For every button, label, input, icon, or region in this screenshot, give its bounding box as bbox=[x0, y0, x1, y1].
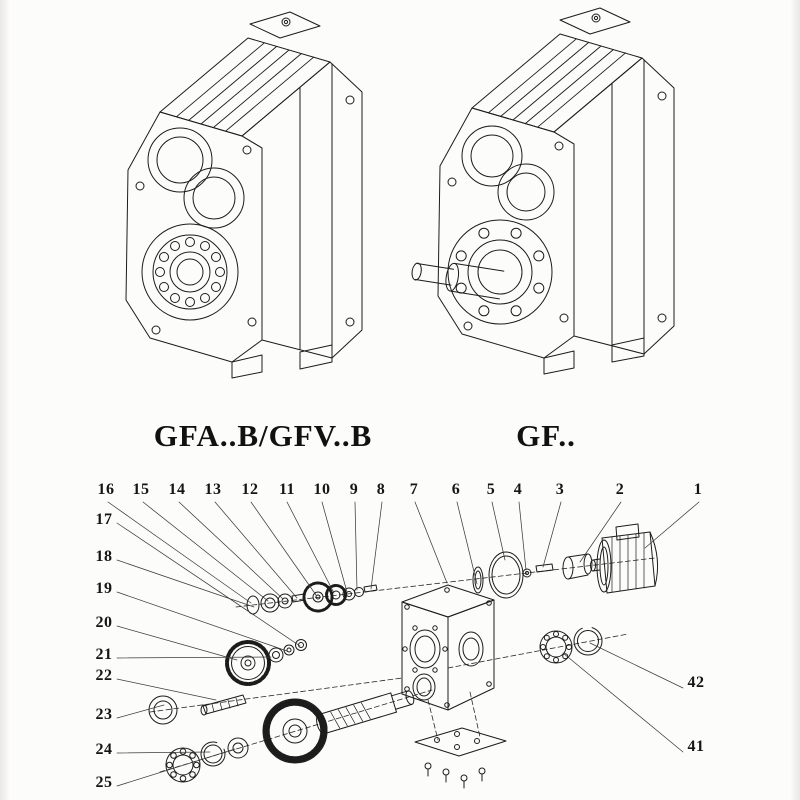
part-callout-24: 24 bbox=[95, 741, 113, 758]
mounting-feet bbox=[231, 344, 333, 379]
part-callout-21: 21 bbox=[95, 646, 113, 663]
part-callout-16: 16 bbox=[97, 481, 115, 498]
callout-leader-lines bbox=[107, 501, 700, 787]
motor-terminal-box bbox=[615, 523, 640, 541]
part-callout-20: 20 bbox=[95, 614, 113, 631]
gear-housing bbox=[401, 584, 495, 711]
oil-plug-cap bbox=[559, 7, 631, 35]
intermediate-gear-set bbox=[225, 639, 307, 686]
part-callout-17: 17 bbox=[95, 511, 113, 528]
input-shaft-parts bbox=[246, 581, 378, 615]
part-callout-8: 8 bbox=[376, 481, 386, 498]
mounting-feet bbox=[543, 337, 645, 375]
output-bearing-bore bbox=[141, 223, 239, 321]
base-plate-and-bolts bbox=[414, 727, 507, 789]
part-callout-6: 6 bbox=[451, 481, 461, 498]
exploded-parts-drawing bbox=[148, 523, 659, 789]
part-callout-7: 7 bbox=[409, 481, 419, 498]
part-callout-3: 3 bbox=[555, 481, 565, 498]
output-shaft-part bbox=[316, 690, 415, 735]
model-label-gf: GF.. bbox=[516, 418, 576, 453]
cooling-fins bbox=[471, 33, 643, 133]
side-panel bbox=[553, 57, 675, 355]
part-callout-12: 12 bbox=[241, 481, 259, 498]
part-callout-2: 2 bbox=[615, 481, 625, 498]
output-assembly-row bbox=[165, 690, 415, 783]
output-shaft bbox=[411, 262, 505, 300]
part-callout-18: 18 bbox=[95, 548, 113, 565]
output-flange bbox=[447, 219, 553, 325]
oil-plug-cap bbox=[249, 11, 321, 39]
part-callout-4: 4 bbox=[513, 481, 523, 498]
gasket-and-fasteners bbox=[472, 551, 554, 599]
output-side-bearing bbox=[539, 626, 603, 664]
part-callout-11: 11 bbox=[278, 481, 296, 498]
front-face bbox=[125, 111, 263, 363]
part-callout-19: 19 bbox=[95, 580, 113, 597]
part-callout-25: 25 bbox=[95, 774, 113, 791]
part-callout-13: 13 bbox=[204, 481, 222, 498]
motor bbox=[590, 523, 659, 594]
part-callout-42: 42 bbox=[687, 674, 705, 691]
cooling-fins bbox=[159, 37, 331, 137]
part-callout-41: 41 bbox=[687, 738, 705, 755]
pinion-shaft bbox=[200, 694, 247, 716]
part-callout-14: 14 bbox=[168, 481, 186, 498]
front-face bbox=[437, 107, 575, 359]
part-callout-23: 23 bbox=[95, 706, 113, 723]
model-label-gfa-b-gfv-b: GFA..B/GFV..B bbox=[153, 418, 373, 453]
oil-seal-ring bbox=[148, 695, 178, 725]
part-callout-22: 22 bbox=[95, 667, 113, 684]
side-panel bbox=[241, 61, 363, 359]
coupling bbox=[562, 553, 593, 580]
part-callout-10: 10 bbox=[313, 481, 331, 498]
gearbox-solid-shaft-drawing bbox=[411, 7, 675, 375]
part-callout-5: 5 bbox=[486, 481, 496, 498]
gearbox-flange-mounted-drawing bbox=[125, 11, 363, 379]
part-callout-15: 15 bbox=[132, 481, 150, 498]
part-callout-1: 1 bbox=[693, 481, 703, 498]
part-callout-9: 9 bbox=[349, 481, 359, 498]
